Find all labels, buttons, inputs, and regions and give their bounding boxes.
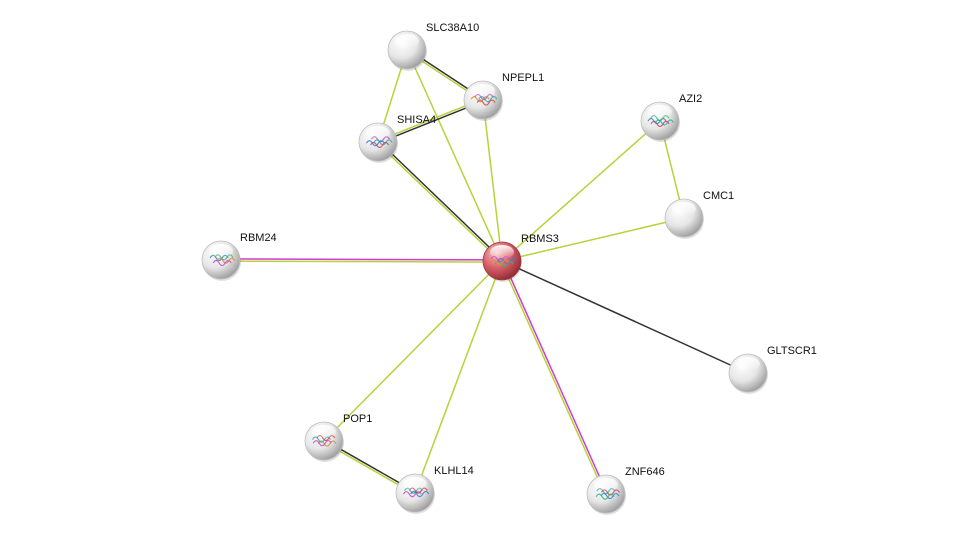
edge-evidence-coexpression [501,260,749,374]
edge-azi2-rbms3[interactable] [501,120,661,262]
node-znf646[interactable]: ZNF646 [586,466,665,515]
edge-evidence-textmining [220,260,502,263]
node-rbm24[interactable]: RBM24 [201,232,277,281]
node-highlight [312,425,336,439]
node-label: GLTSCR1 [767,345,817,357]
edge-npepl1-rbms3[interactable] [482,99,503,262]
edge-evidence-textmining [500,261,606,495]
edge-rbms3-gltscr1[interactable] [501,260,749,374]
edge-evidence-textmining [414,260,503,494]
node-npepl1[interactable]: NPEPL1 [463,72,544,121]
edge-rbms3-klhl14[interactable] [414,260,503,494]
node-label: CMC1 [703,190,734,202]
edge-shisa4-rbms3[interactable] [376,140,504,263]
node-highlight [736,357,760,371]
edge-evidence-textmining [323,260,503,442]
edge-evidence-experimental [502,260,608,494]
node-highlight [594,478,618,492]
edge-cmc1-rbms3[interactable] [501,217,685,262]
node-shisa4[interactable]: SHISA4 [358,114,436,163]
node-highlight [395,34,419,48]
node-slc38a10[interactable]: SLC38A10 [387,22,479,71]
node-label: RBMS3 [521,233,559,245]
edge-rbms3-pop1[interactable] [323,260,503,442]
edge-rbm24-rbms3[interactable] [220,258,503,263]
node-klhl14[interactable]: KLHL14 [395,465,474,514]
edge-evidence-textmining [376,142,502,263]
edge-evidence-experimental [221,258,503,261]
node-highlight [648,105,672,119]
edge-evidence-textmining [501,120,661,262]
node-highlight [672,202,696,216]
edge-evidence-textmining [501,217,685,262]
node-azi2[interactable]: AZI2 [640,93,702,142]
node-gltscr1[interactable]: GLTSCR1 [728,345,817,394]
edge-slc38a10-rbms3[interactable] [406,49,503,262]
node-label: SLC38A10 [426,22,479,34]
node-pop1[interactable]: POP1 [304,413,372,462]
node-highlight [366,126,390,140]
node-label: SHISA4 [397,114,436,126]
node-highlight [403,477,427,491]
edge-evidence-textmining [406,49,503,262]
node-label: POP1 [343,413,372,425]
node-label: KLHL14 [434,465,474,477]
edge-rbms3-znf646[interactable] [500,260,608,495]
edge-evidence-textmining [482,99,503,262]
node-highlight [471,84,495,98]
node-rbms3[interactable]: RBMS3 [482,233,559,282]
node-highlight [490,245,514,259]
node-label: ZNF646 [625,466,665,478]
node-highlight [209,244,233,258]
edge-evidence-coexpression [378,140,504,261]
node-label: NPEPL1 [502,72,544,84]
node-label: RBM24 [240,232,277,244]
node-label: AZI2 [679,93,702,105]
node-cmc1[interactable]: CMC1 [664,190,734,239]
